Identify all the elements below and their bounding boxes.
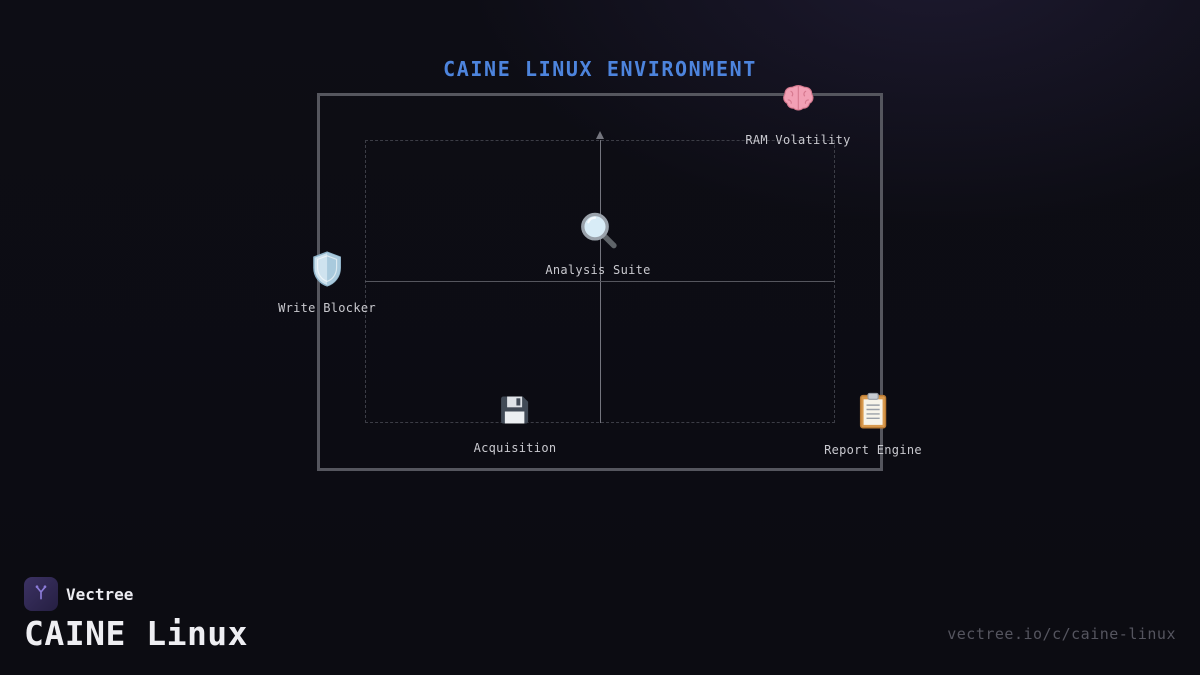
share-url: vectree.io/c/caine-linux (947, 625, 1176, 643)
brand-name: Vectree (66, 585, 134, 604)
diagram-title: CAINE LINUX ENVIRONMENT (443, 57, 757, 81)
node-label: Report Engine (824, 443, 922, 457)
node-label: RAM Volatility (745, 133, 851, 147)
brain-icon (778, 80, 818, 124)
axis-arrow-up-icon (596, 131, 604, 139)
node-acquisition: Acquisition (474, 392, 557, 455)
diagram-frame (317, 93, 883, 471)
node-analysis-suite: Analysis Suite (545, 210, 650, 277)
node-label: Write Blocker (278, 301, 376, 315)
page-title: CAINE Linux (24, 614, 249, 653)
vectree-logo (24, 577, 58, 611)
node-label: Analysis Suite (545, 263, 651, 277)
floppy-disk-icon (497, 392, 533, 432)
node-label: Acquisition (473, 441, 557, 455)
node-write-blocker: Write Blocker (278, 250, 376, 315)
branch-icon (31, 582, 51, 606)
clipboard-icon (855, 392, 891, 434)
node-report-engine: Report Engine (824, 392, 922, 457)
magnifier-icon (578, 210, 618, 254)
horizontal-axis-line (365, 281, 835, 282)
node-ram-volatility: RAM Volatility (745, 80, 850, 147)
shield-icon (309, 250, 345, 292)
